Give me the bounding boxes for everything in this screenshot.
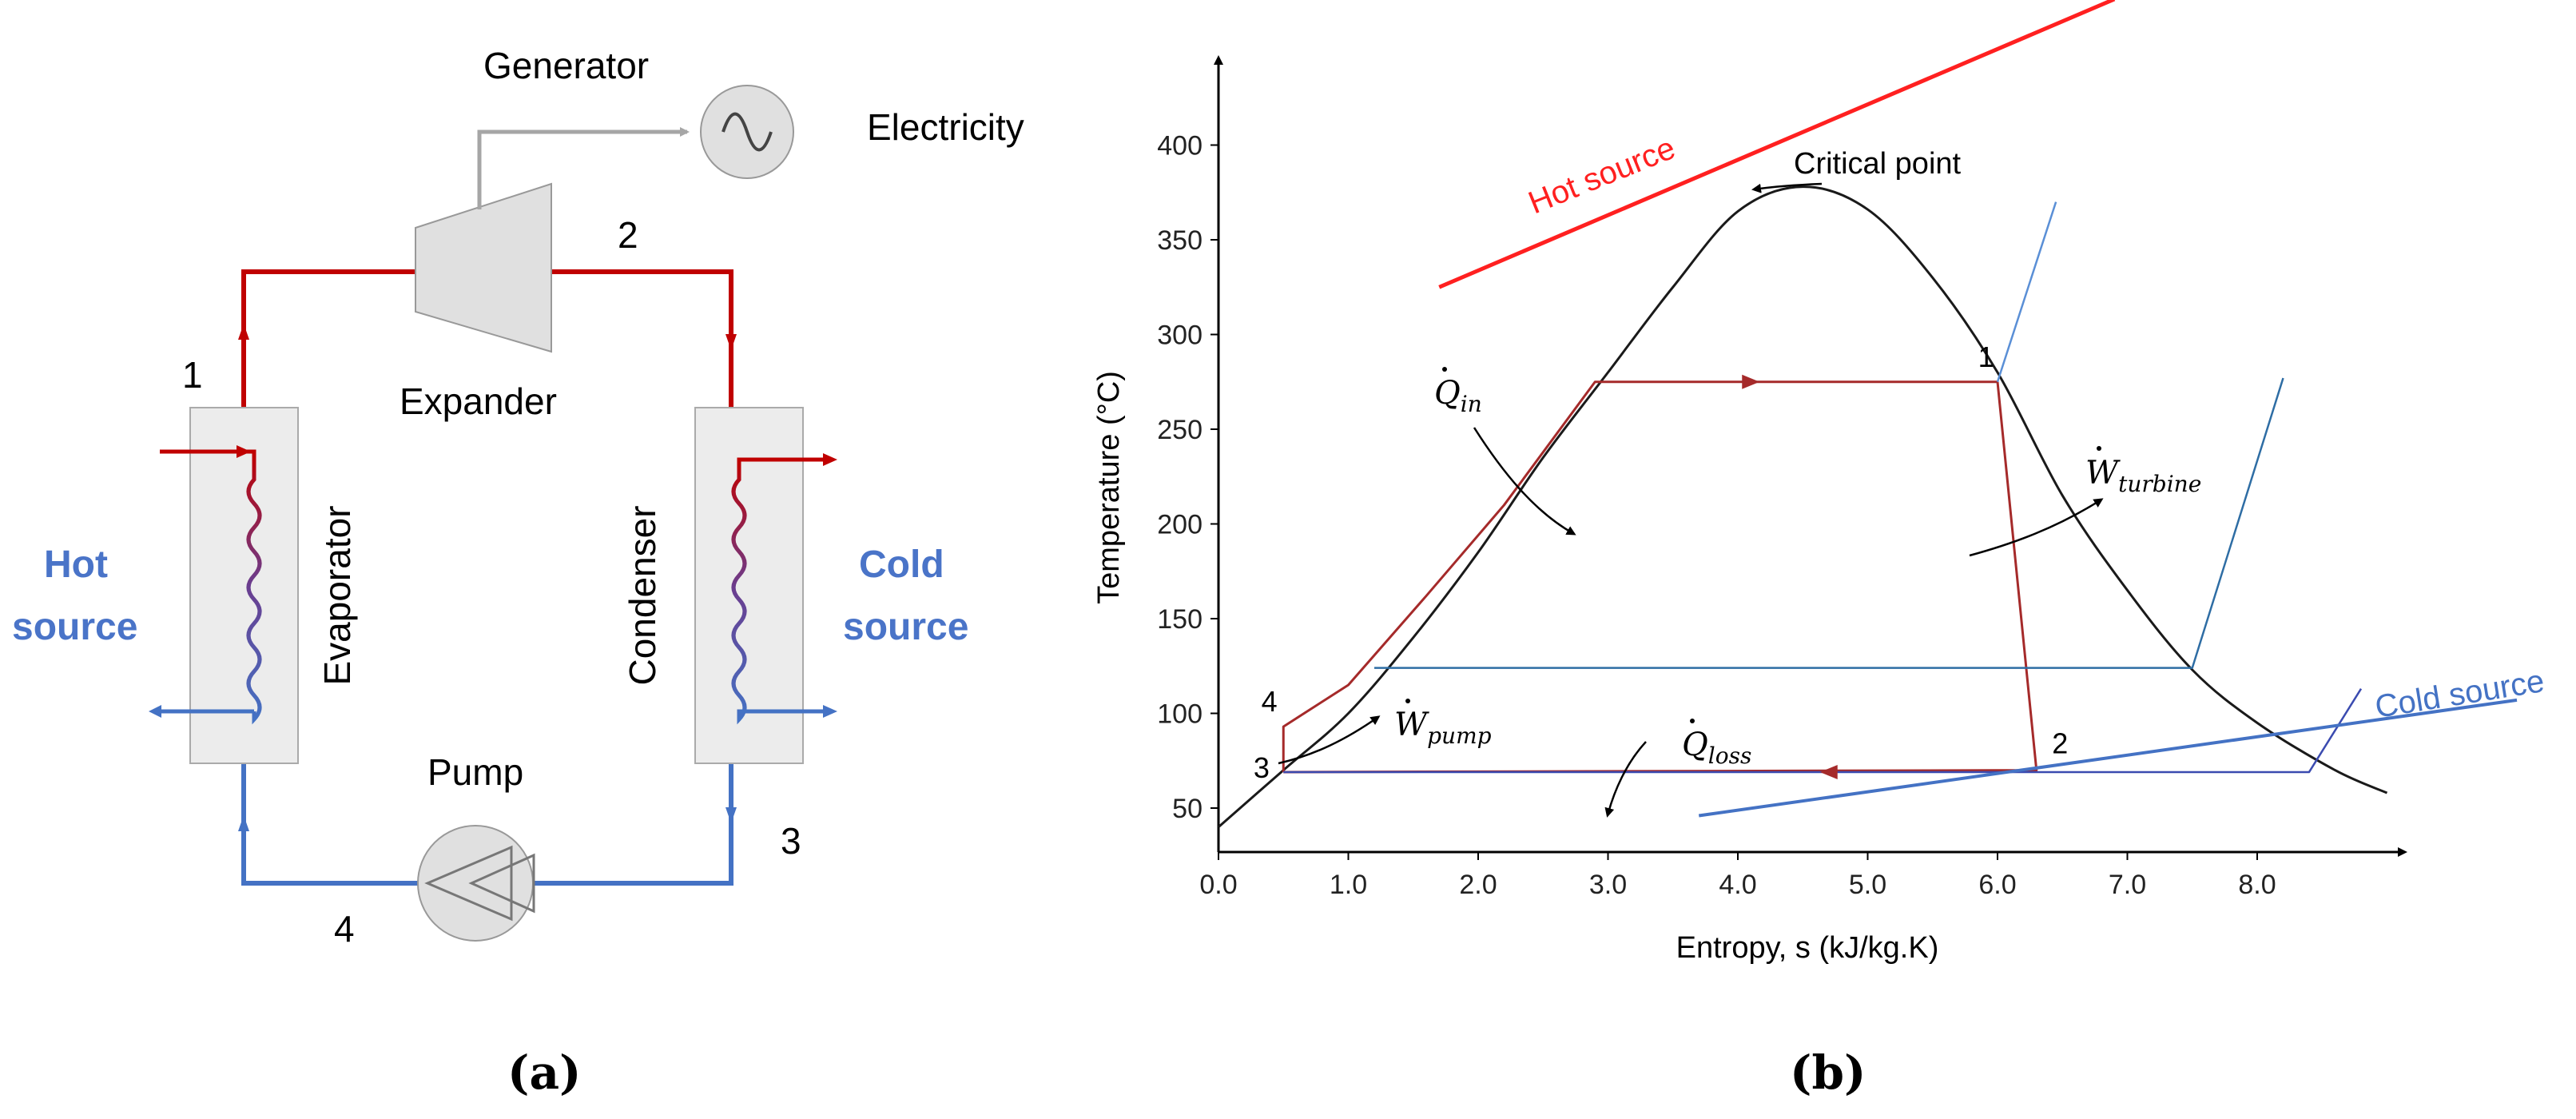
series-saturation-dome xyxy=(1218,185,2388,828)
y-tick-label: 100 xyxy=(1157,699,1203,730)
q-in-sub: in xyxy=(1461,391,1482,417)
hot-source-line1: Hot xyxy=(44,544,108,586)
expander-icon xyxy=(415,182,552,353)
series-hot-source xyxy=(1438,0,2116,289)
generator-label: Generator xyxy=(483,45,649,86)
w-turbine-sub: turbine xyxy=(2118,471,2201,497)
state-point-2: 2 xyxy=(2052,727,2068,759)
x-tick-label: 5.0 xyxy=(1849,870,1886,900)
w-pump-dot xyxy=(1405,699,1410,703)
electricity-label: Electricity xyxy=(867,106,1024,148)
evaporator-in-arrow xyxy=(237,445,251,458)
cold-source-line1: Cold xyxy=(859,544,944,586)
axis-ticks: 0.0 1.0 2.0 3.0 4.0 5.0 6.0 7.0 8.0 50 100 150 200 25… xyxy=(1157,131,2276,901)
panel-a-diagram: Generator Electricity Expander Pump Evap… xyxy=(12,45,1024,1100)
cycle-flow-arrow-bottom xyxy=(1819,764,1838,779)
x-tick-label: 1.0 xyxy=(1330,870,1367,900)
evaporator-box xyxy=(189,407,299,764)
state-point-4: 4 xyxy=(1262,685,1278,718)
state-label-4: 4 xyxy=(334,908,355,950)
series-superheat-line xyxy=(1996,201,2057,383)
hot-source-annotation: Hot source xyxy=(1524,130,1680,221)
q-loss-dot xyxy=(1690,719,1695,723)
flow-arrow-1 xyxy=(238,324,249,340)
w-turbine-dot xyxy=(2097,446,2101,451)
w-pump-arrow xyxy=(1278,715,1381,765)
condenser-box xyxy=(694,407,804,764)
pump-label: Pump xyxy=(427,751,523,793)
w-pump-sub: pump xyxy=(1427,723,1492,749)
q-in-arrow xyxy=(1473,427,1576,536)
q-in-dot xyxy=(1442,367,1447,372)
condenser-out-arrow-bottom xyxy=(823,705,837,718)
svg-text:Qloss: Qloss xyxy=(1682,727,1751,769)
series-orc-cycle xyxy=(1282,380,2038,774)
sine-wave xyxy=(722,112,773,152)
q-in-symbol: Q xyxy=(1434,375,1461,412)
x-tick-label: 0.0 xyxy=(1199,870,1237,900)
svg-text:Wpump: Wpump xyxy=(1394,707,1492,749)
q-loss-label: Qloss xyxy=(1682,719,1751,769)
w-turbine-arrow xyxy=(1969,498,2104,557)
w-turbine-symbol: W xyxy=(2085,455,2121,492)
x-tick-label: 6.0 xyxy=(1978,870,2016,900)
caption-a: (a) xyxy=(507,1045,581,1100)
y-tick-label: 150 xyxy=(1157,604,1203,635)
evaporator-coil xyxy=(160,449,262,725)
series-cold-source xyxy=(1698,698,2518,818)
caption-b: (b) xyxy=(1790,1045,1866,1100)
cycle-flow-arrow-top xyxy=(1742,374,1760,389)
w-pump-label: Wpump xyxy=(1394,699,1492,749)
svg-text:Qin: Qin xyxy=(1434,375,1482,417)
state-label-1: 1 xyxy=(182,354,203,396)
condenser-label: Condenser xyxy=(622,505,663,685)
state-label-2: 2 xyxy=(618,214,638,256)
expander-label: Expander xyxy=(400,380,557,422)
shaft-line xyxy=(477,127,690,209)
q-loss-arrow xyxy=(1604,741,1647,818)
condenser-out-arrow-top xyxy=(823,453,837,466)
critical-point-label: Critical point xyxy=(1794,147,1962,181)
y-tick-label: 50 xyxy=(1172,794,1203,824)
q-loss-sub: loss xyxy=(1708,743,1752,769)
cold-source-line2: source xyxy=(843,606,968,648)
flow-arrow-2 xyxy=(725,334,737,350)
flow-arrow-4 xyxy=(238,815,249,831)
chart-series xyxy=(1218,0,2518,828)
y-tick-label: 400 xyxy=(1157,131,1203,161)
critical-point-arrow xyxy=(1751,182,1823,193)
y-tick-label: 350 xyxy=(1157,225,1203,256)
y-tick-label: 250 xyxy=(1157,415,1203,445)
x-tick-label: 2.0 xyxy=(1459,870,1497,900)
svg-text:Wturbine: Wturbine xyxy=(2085,455,2201,497)
x-axis-label: Entropy, s (kJ/kg.K) xyxy=(1676,931,1939,965)
x-tick-label: 4.0 xyxy=(1719,870,1756,900)
pump-triangle-2 xyxy=(468,853,535,914)
state-point-3: 3 xyxy=(1254,751,1270,784)
state-point-1: 1 xyxy=(1978,340,1994,373)
evaporator-label: Evaporator xyxy=(316,505,358,685)
pump-icon xyxy=(417,825,534,942)
y-tick-label: 300 xyxy=(1157,321,1203,351)
state-point-labels: 1 2 3 4 xyxy=(1254,340,2068,784)
x-tick-label: 3.0 xyxy=(1589,870,1627,900)
x-tick-label: 7.0 xyxy=(2109,870,2146,900)
series-lower-temperature-cycle xyxy=(1374,377,2284,669)
cold-source-annotation: Cold source xyxy=(2373,663,2547,725)
ts-diagram: 0.0 1.0 2.0 3.0 4.0 5.0 6.0 7.0 8.0 50 100 150 200 25… xyxy=(1092,0,2546,1100)
hot-source-line2: source xyxy=(12,606,137,648)
pump-triangle-1 xyxy=(424,845,513,922)
w-turbine-label: Wturbine xyxy=(2085,446,2201,497)
y-tick-label: 200 xyxy=(1157,510,1203,540)
q-loss-symbol: Q xyxy=(1682,727,1708,763)
state-label-3: 3 xyxy=(781,820,801,862)
y-axis-label: Temperature (°C) xyxy=(1092,371,1126,604)
condenser-coil xyxy=(731,457,827,725)
flow-arrow-3 xyxy=(725,807,737,823)
x-tick-label: 8.0 xyxy=(2238,870,2276,900)
w-pump-symbol: W xyxy=(1394,707,1429,743)
evaporator-out-arrow xyxy=(149,705,161,718)
q-in-label: Qin xyxy=(1434,367,1482,417)
